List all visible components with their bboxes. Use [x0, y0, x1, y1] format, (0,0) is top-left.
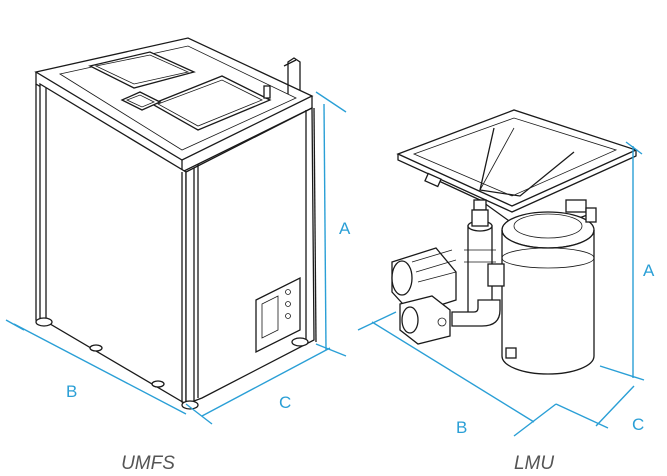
- umfs-illustration: [34, 37, 317, 410]
- umfs-dimension-c: C: [279, 393, 291, 412]
- lmu-dimension-lines: [357, 141, 645, 437]
- umfs-caption: UMFS: [121, 453, 175, 474]
- lmu-dimension-b: B: [456, 418, 467, 437]
- lmu-dimension-a: A: [643, 261, 655, 280]
- lmu-dimension-c: C: [632, 415, 644, 434]
- umfs-dimension-lines: [5, 91, 347, 425]
- umfs-dimension-b: B: [66, 382, 77, 401]
- lmu-illustration: [391, 109, 638, 375]
- umfs-dimension-a: A: [339, 219, 351, 238]
- lmu-caption: LMU: [514, 453, 554, 474]
